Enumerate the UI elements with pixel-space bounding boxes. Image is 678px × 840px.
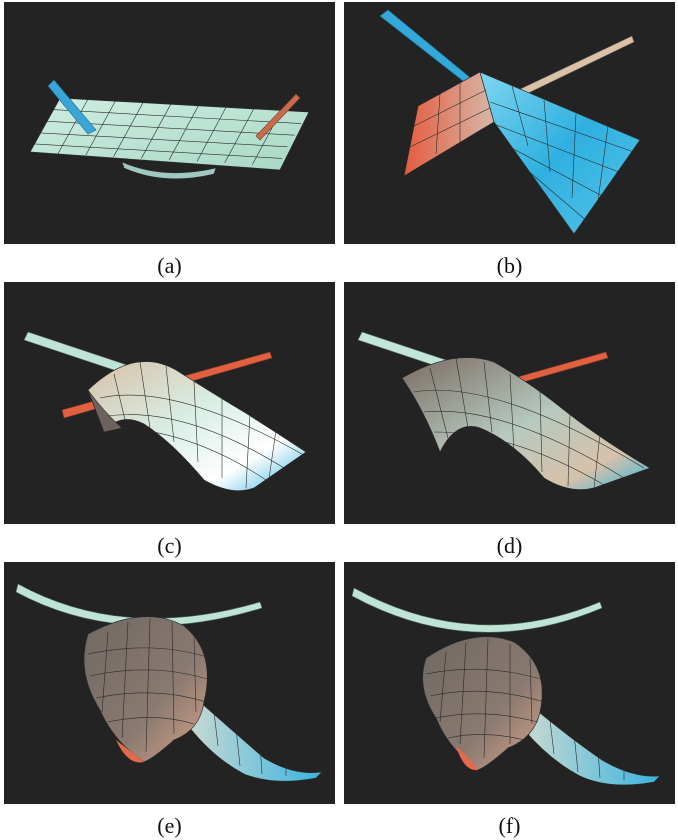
caption-f: (f) — [498, 813, 521, 838]
ribbon-top — [15, 583, 263, 626]
caption-e: (e) — [157, 813, 182, 838]
mesh-tail — [525, 707, 661, 786]
caption-d: (d) — [496, 533, 523, 558]
mesh-bulb — [422, 636, 543, 771]
mesh-grid-lines — [407, 82, 635, 223]
panel-e-mesh-image — [15, 583, 323, 782]
caption-c: (c) — [157, 533, 182, 558]
mesh-bulb-bottom — [116, 740, 144, 763]
mesh-bulb — [83, 616, 208, 763]
panel-f-mesh-image — [351, 587, 661, 786]
panel-f-render — [344, 562, 675, 804]
blade-blue — [379, 9, 479, 89]
blade-salmon — [255, 93, 301, 141]
mesh-surface — [401, 357, 651, 490]
mesh-bulb-bottom — [456, 746, 478, 771]
panel-c-render — [4, 282, 335, 524]
mesh-grid-lines — [425, 637, 625, 780]
mesh-tail — [189, 701, 323, 782]
panel-b-mesh-image — [379, 9, 641, 235]
ribbon-top — [351, 587, 603, 633]
caption-a: (a) — [157, 253, 182, 278]
caption-b: (b) — [496, 253, 523, 278]
panel-a-render — [4, 2, 335, 244]
mesh-grid-lines — [99, 361, 303, 489]
ribbon-lower — [121, 161, 217, 180]
panel-b-render — [344, 2, 675, 244]
mesh-grid-lines — [413, 357, 645, 489]
blade-blue — [47, 79, 97, 135]
panel-c-mesh-image — [23, 331, 307, 491]
mesh-right-face — [479, 71, 641, 235]
panel-d-mesh-image — [357, 331, 651, 490]
panel-a-mesh-image — [29, 79, 310, 180]
mesh-sheet — [29, 97, 310, 171]
blade-salmon — [513, 35, 635, 99]
panel-e-render — [4, 562, 335, 804]
panel-d-render — [344, 282, 675, 524]
mesh-grid-lines — [87, 617, 287, 776]
